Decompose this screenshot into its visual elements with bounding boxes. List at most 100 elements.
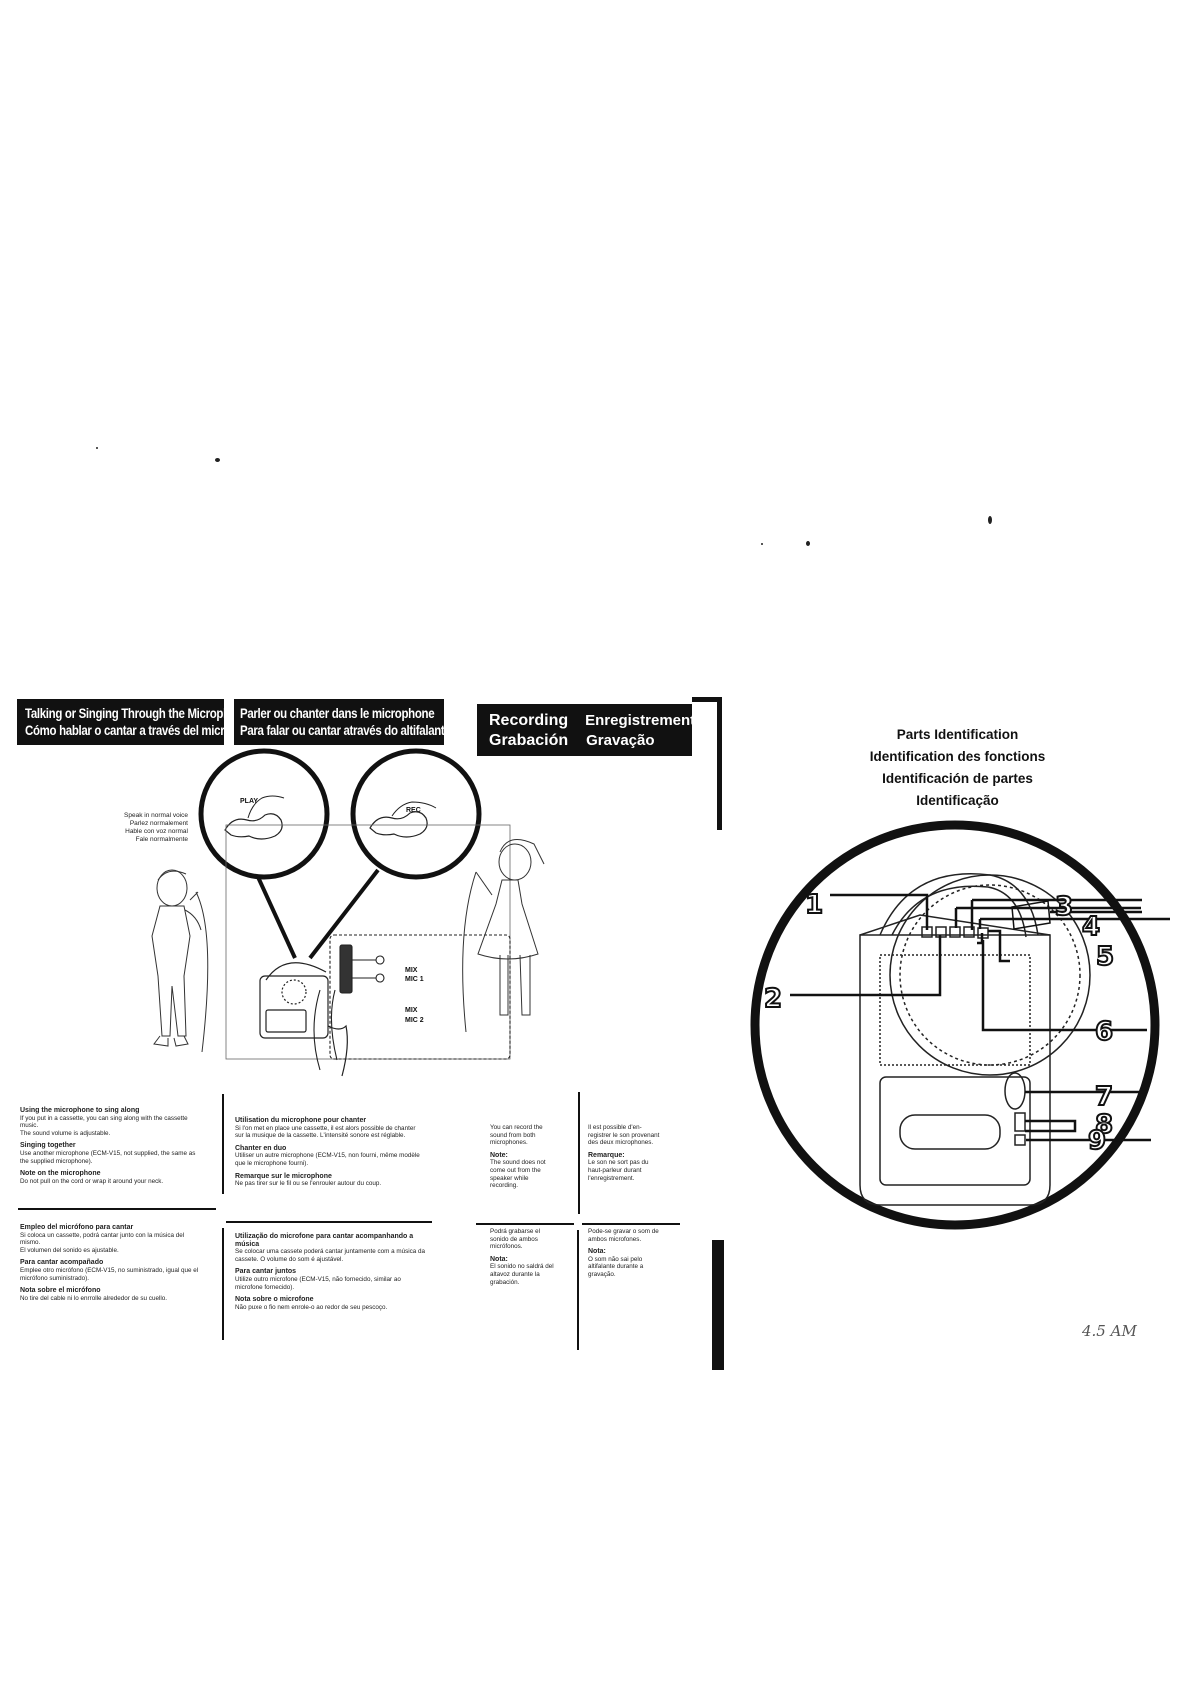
play-label: PLAY [240, 798, 258, 805]
callout-3: 3 [1055, 892, 1073, 922]
english-column: Using the microphone to sing along If yo… [20, 1102, 200, 1185]
column-divider-2b [577, 1230, 579, 1350]
en-text-sing-along: If you put in a cassette, you can sing a… [20, 1114, 188, 1130]
en-heading-note-microphone: Note on the microphone [20, 1170, 101, 1178]
fr-text-sing: Si l'on met en place une cassette, il es… [235, 1124, 416, 1140]
mix1-label: MIX [405, 967, 418, 974]
girl-figure [462, 839, 545, 1033]
fr-text-duo: Utiliser un autre microphone (ECM-V15, n… [235, 1152, 420, 1167]
pt-text-together: Utilize outro microfone (ECM-V15, não fo… [235, 1275, 401, 1291]
french-column: Utilisation du microphone pour chanter S… [235, 1112, 425, 1188]
mic2-label: MIC 2 [405, 1017, 424, 1024]
black-edge-bar-top-cap [692, 697, 722, 702]
rec-fr-note-label: Remarque: [588, 1151, 625, 1159]
banner-parler: Parler ou chanter dans le microphone Par… [234, 699, 451, 745]
callout-9: 9 [1088, 1126, 1106, 1156]
rec-label: REC [406, 807, 421, 814]
es-text-together: Emplee otro micrófono (ECM-V15, no sumin… [20, 1266, 199, 1282]
speak-es: Hable con voz normal [125, 828, 188, 835]
scan-speck [96, 447, 98, 449]
divider-middle [226, 1221, 432, 1223]
banner-talking-es: Cómo hablar o cantar a través del micróf… [25, 722, 255, 738]
pt-text-sing: Se colocar uma cassete poderá cantar jun… [235, 1248, 426, 1263]
fr-heading-sing: Utilisation du microphone pour chanter [235, 1117, 367, 1124]
recording-es-column: Podrá grabarse el sonido de ambos micróf… [490, 1228, 558, 1286]
callout-8: 8 [1095, 1110, 1113, 1140]
mix2-label: MIX [405, 1007, 418, 1014]
callout-5: 5 [1096, 942, 1114, 972]
es-text-volume: El volumen del sonido es ajustable. [20, 1246, 119, 1254]
callout-leader-lines [790, 893, 1170, 1142]
rec-en-note-label: Note: [490, 1151, 508, 1159]
es-text-note: No tire del cable ni lo enrrolle alreded… [20, 1294, 168, 1302]
parts-title-en: Parts Identification [896, 727, 1019, 742]
callout-6: 6 [1095, 1017, 1113, 1047]
rec-es-note-label: Nota: [490, 1255, 508, 1263]
banner-recording-fr: Enregistrement [585, 712, 696, 729]
rec-pt-text: Pode-se gravar o som de ambos microfones… [588, 1228, 659, 1243]
en-heading-sing-along: Using the microphone to sing along [20, 1107, 140, 1114]
column-divider-1b [222, 1228, 224, 1340]
banner-recording-en: Recording [489, 712, 569, 729]
parts-identification-diagram: 1 2 3 4 5 6 7 8 9 [750, 820, 1170, 1230]
banner-parler-pt: Para falar ou cantar através do altifala… [240, 722, 451, 738]
rec-es-text: Podrá grabarse el sonido de ambos micróf… [490, 1228, 541, 1251]
banner-recording-pt: Gravação [586, 732, 655, 749]
rec-en-text: You can record the sound from both micro… [490, 1124, 543, 1147]
speak-instructions: Speak in normal voice Parlez normalement… [60, 812, 188, 844]
parts-identification-title: Parts Identification Identification des … [830, 724, 1085, 812]
fr-text-note: Ne pas tirer sur le fil ou se l'enrouler… [235, 1180, 382, 1188]
black-edge-bar-bottom [712, 1240, 724, 1370]
pt-text-note: Não puxe o fio nem enrole-o ao redor de … [235, 1303, 388, 1311]
pt-heading-note: Nota sobre o microfone [235, 1296, 314, 1304]
rec-pt-note-text: O som não sai pelo altifalante durante a… [588, 1255, 644, 1278]
recording-en-column: You can record the sound from both micro… [490, 1124, 558, 1190]
rec-divider-left [476, 1223, 574, 1225]
boy-figure [151, 869, 209, 1053]
fr-heading-duo: Chanter en duo [235, 1144, 287, 1152]
speak-fr: Parlez normalement [129, 820, 188, 827]
recording-pt-column: Pode-se gravar o som de ambos microfones… [588, 1228, 664, 1279]
en-text-volume: The sound volume is adjustable. [20, 1129, 111, 1137]
black-edge-bar-top [717, 697, 722, 830]
es-heading-note: Nota sobre el micrófono [20, 1287, 101, 1295]
handwritten-note: 4.5 AM [1082, 1322, 1137, 1340]
parts-title-es: Identificación de partes [882, 771, 1033, 786]
rec-pt-note-label: Nota: [588, 1248, 606, 1256]
banner-parler-fr: Parler ou chanter dans le microphone [240, 705, 435, 721]
divider-left [18, 1208, 216, 1210]
en-text-note-microphone: Do not pull on the cord or wrap it aroun… [20, 1177, 164, 1185]
banner-talking: Talking or Singing Through the Microphon… [17, 699, 255, 745]
es-heading-together: Para cantar acompañado [20, 1259, 104, 1267]
en-heading-singing-together: Singing together [20, 1142, 76, 1150]
parts-title-fr: Identification des fonctions [869, 749, 1046, 764]
rec-divider-right [582, 1223, 680, 1225]
rec-en-note-text: The sound does not come out from the spe… [490, 1159, 546, 1190]
recording-fr-column: Il est possible d'en-registrer le son pr… [588, 1124, 664, 1182]
callout-4: 4 [1082, 912, 1100, 942]
portuguese-column: Utilização do microfone para cantar acom… [235, 1228, 427, 1311]
scan-speck [215, 458, 220, 462]
microphone-usage-illustration: PLAY REC MIX MIC 1 MIX MI [151, 748, 545, 1077]
es-heading-sing: Empleo del micrófono para cantar [20, 1224, 134, 1231]
es-text-sing: Si coloca un cassette, podrá cantar junt… [20, 1231, 185, 1247]
speak-pt: Fale normalmente [135, 836, 188, 843]
scan-speck [988, 516, 992, 524]
fr-heading-note: Remarque sur le microphone [235, 1172, 332, 1180]
pt-heading-sing: Utilização do microfone para cantar acom… [235, 1233, 414, 1248]
callout-1: 1 [805, 890, 823, 920]
banner-talking-en: Talking or Singing Through the Microphon… [25, 705, 250, 721]
mic-jack-panel [313, 934, 511, 1071]
banner-recording-es: Grabación [489, 732, 569, 749]
diagram-frame-circle [750, 820, 1160, 1230]
rec-fr-note-text: Le son ne sort pas du haut-parleur duran… [588, 1159, 649, 1182]
column-divider-1 [222, 1094, 224, 1194]
scan-speck [806, 541, 810, 546]
rec-es-note-text: El sonido no saldrá del altavoz durante … [490, 1263, 554, 1286]
spanish-column: Empleo del micrófono para cantar Si colo… [20, 1219, 202, 1302]
column-divider-2 [578, 1092, 580, 1214]
rec-fr-text: Il est possible d'en-registrer le son pr… [588, 1124, 660, 1147]
play-button-zoom-circle [198, 748, 330, 880]
callout-7: 7 [1095, 1082, 1113, 1112]
pt-heading-together: Para cantar juntos [235, 1268, 297, 1276]
